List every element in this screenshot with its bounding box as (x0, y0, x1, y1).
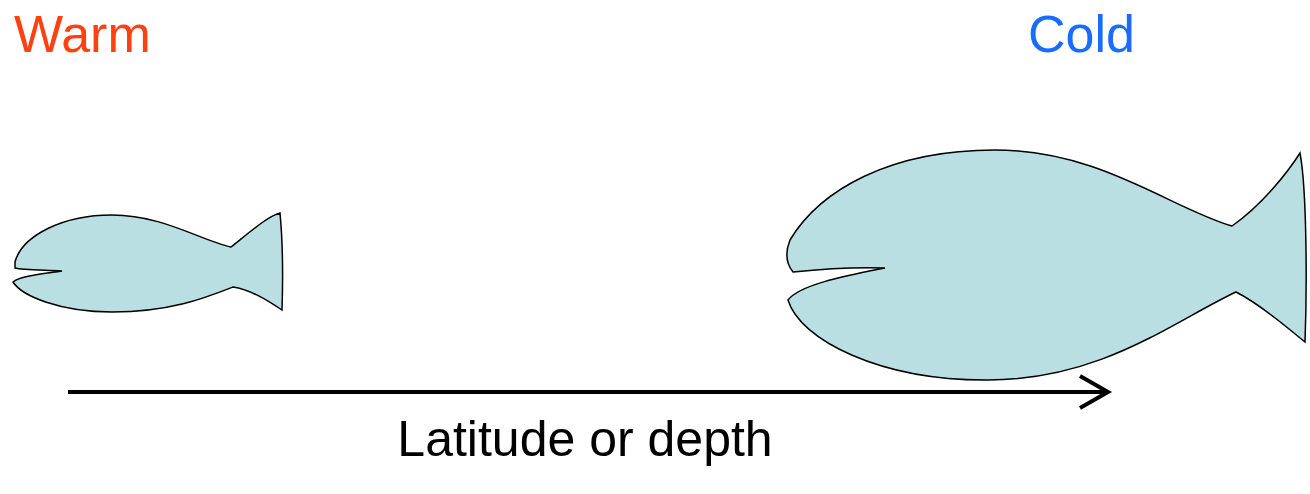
warm-label: Warm (14, 6, 151, 63)
large-fish (787, 150, 1306, 380)
axis-label: Latitude or depth (285, 412, 885, 467)
cold-label: Cold (1028, 6, 1135, 63)
axis-arrow (68, 390, 1106, 394)
small-fish (13, 213, 283, 312)
arrow-head (1080, 376, 1108, 408)
